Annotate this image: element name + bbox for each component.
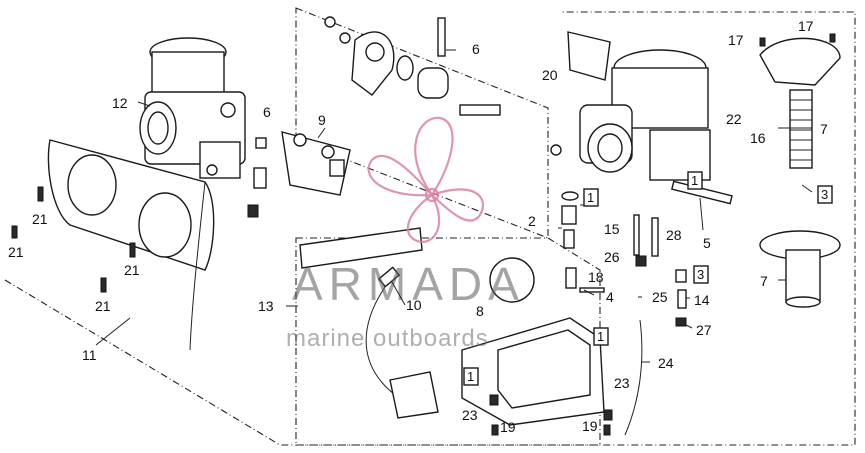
float-chamber-group-frame bbox=[295, 237, 601, 446]
top-cover-7 bbox=[759, 37, 841, 86]
diaphragm-piston-7 bbox=[759, 230, 841, 308]
ref-2: 2 bbox=[528, 213, 536, 229]
ref-15: 15 bbox=[604, 221, 620, 237]
ref-17-left: 17 bbox=[728, 32, 744, 48]
ref-24: 24 bbox=[658, 355, 674, 371]
ref-25: 25 bbox=[652, 289, 668, 305]
box-marker-1 bbox=[687, 171, 703, 190]
ref-20: 20 bbox=[542, 67, 558, 83]
drain-tube bbox=[189, 181, 206, 351]
ref-6-top: 6 bbox=[472, 41, 480, 57]
ref-16: 16 bbox=[750, 130, 766, 146]
ref-12: 12 bbox=[112, 95, 128, 111]
box-marker-3 bbox=[817, 185, 833, 204]
screw-set-21 bbox=[11, 186, 136, 293]
jet-needle-15-28 bbox=[633, 214, 659, 257]
ref-14: 14 bbox=[694, 292, 710, 308]
ref-27: 27 bbox=[696, 322, 712, 338]
box-marker-3 bbox=[693, 265, 709, 284]
ref-7-bottom: 7 bbox=[760, 273, 768, 289]
ref-11: 11 bbox=[82, 347, 97, 363]
spring-7 bbox=[789, 89, 813, 169]
box-marker-1-label: 1 bbox=[467, 369, 474, 384]
small-screws-17 bbox=[759, 33, 836, 47]
drain-screws-19-23 bbox=[489, 394, 613, 436]
box-marker-1-label: 1 bbox=[587, 190, 594, 205]
box-marker-1-label: 1 bbox=[597, 329, 604, 344]
ref-10: 10 bbox=[406, 297, 422, 313]
ref-9: 9 bbox=[318, 112, 326, 128]
choke-cable-10 bbox=[365, 266, 439, 419]
armada-logo-icon bbox=[367, 116, 485, 243]
jet-stack-6-left bbox=[247, 137, 267, 218]
box-marker-1 bbox=[463, 367, 479, 386]
intake-gasket-plate bbox=[47, 139, 215, 271]
ref-4: 4 bbox=[606, 289, 614, 305]
leader-lines bbox=[95, 49, 813, 363]
reference-numbers: 12 6 9 6 20 17 17 7 22 16 2 15 28 26 5 7… bbox=[8, 18, 828, 435]
right-carburetor-body bbox=[550, 31, 711, 181]
box-marker-3-label: 3 bbox=[821, 187, 828, 202]
link-bracket-9 bbox=[281, 131, 351, 196]
throttle-shaft-5 bbox=[671, 180, 733, 205]
ref-21-a: 21 bbox=[32, 211, 48, 227]
box-markers: 1 1 1 1 3 3 bbox=[463, 171, 833, 386]
outer-frame bbox=[4, 11, 856, 446]
ref-19-left: 19 bbox=[500, 419, 516, 435]
ref-17-right: 17 bbox=[798, 18, 814, 34]
watermark-tagline: marine outboards bbox=[286, 325, 489, 352]
ref-7-top: 7 bbox=[820, 121, 828, 137]
accelerator-pump-group bbox=[324, 16, 501, 116]
slow-jet-26 bbox=[635, 255, 647, 267]
ref-18: 18 bbox=[588, 269, 604, 285]
overflow-tube-24 bbox=[624, 319, 643, 436]
float-pin-18-4 bbox=[565, 267, 605, 293]
ref-22: 22 bbox=[726, 111, 742, 127]
ref-6-left: 6 bbox=[263, 104, 271, 120]
needle-jet-2 bbox=[561, 191, 579, 249]
armada-watermark: ARMADA marine outboards bbox=[286, 116, 525, 352]
ref-26: 26 bbox=[604, 249, 620, 265]
box-marker-1 bbox=[593, 327, 609, 346]
left-carburetor-body bbox=[139, 37, 246, 179]
main-jet-14-27 bbox=[675, 269, 687, 327]
carburetor-group-frame bbox=[295, 7, 549, 239]
ref-19-right: 19 bbox=[582, 418, 598, 434]
ref-21-b: 21 bbox=[8, 244, 24, 260]
ref-8: 8 bbox=[476, 303, 484, 319]
ref-21-c: 21 bbox=[124, 262, 140, 278]
box-marker-3-label: 3 bbox=[697, 267, 704, 282]
ref-5: 5 bbox=[703, 235, 711, 251]
ref-13: 13 bbox=[258, 298, 274, 314]
box-marker-1-label: 1 bbox=[691, 173, 698, 188]
watermark-brand: ARMADA bbox=[292, 258, 525, 310]
ref-28: 28 bbox=[666, 227, 682, 243]
box-marker-1 bbox=[583, 188, 599, 207]
ref-21-d: 21 bbox=[95, 298, 111, 314]
ref-23-right: 23 bbox=[614, 375, 630, 391]
ref-23-left: 23 bbox=[462, 407, 478, 423]
link-plate-13 bbox=[299, 227, 423, 269]
